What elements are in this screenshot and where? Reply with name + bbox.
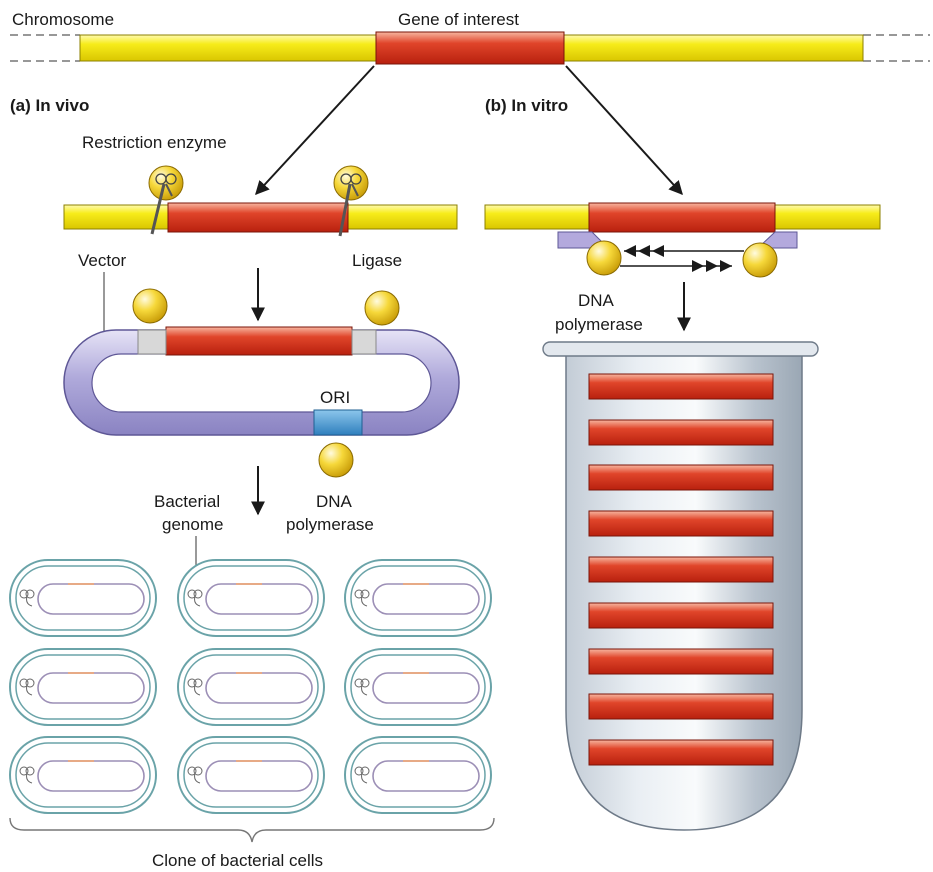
dna-polymerase-left-label-2: polymerase [286,515,374,534]
bacterial-cell [9,736,157,814]
bacterial-cells-grid [9,559,492,814]
dna-polymerase-left-icon [318,442,354,478]
bacterial-cell [344,559,492,637]
clone-of-bacterial-cells-label: Clone of bacterial cells [152,851,323,870]
bacterial-cell [177,559,325,637]
bacterial-cell [344,648,492,726]
arrow-to-in-vivo [255,65,375,196]
dna-copy [588,648,774,675]
in-vivo-label: (a) In vivo [10,96,89,115]
ligase-right-icon [364,290,400,326]
ligation-junction-left [137,329,167,355]
ligation-junction-right [351,329,377,355]
dna-copy [588,373,774,400]
replication-arrows [620,245,744,272]
dna-copy [588,419,774,446]
dna-copy [588,739,774,766]
ori-segment [313,409,363,436]
dna-polymerase-left-label-1: DNA [316,492,353,511]
plasmid-vector [63,329,460,436]
gene-of-interest-segment [375,31,565,65]
restriction-enzyme-label: Restriction enzyme [82,133,227,152]
bacterial-cell [177,648,325,726]
ori-label: ORI [320,388,350,407]
chromosome-label: Chromosome [12,10,114,29]
dna-copy [588,510,774,537]
amplified-dna-copies [588,373,774,766]
in-vitro-label: (b) In vitro [485,96,568,115]
dna-polymerase-vitro-right-icon [742,242,778,278]
bacterial-genome-label-1: Bacterial [154,492,220,511]
dna-copy [588,556,774,583]
arrow-to-in-vitro [565,65,683,196]
bacterial-cell [344,736,492,814]
vector-label: Vector [78,251,127,270]
dna-copy [588,602,774,629]
dna-polymerase-right-label-2: polymerase [555,315,643,334]
cut-chromosome-vivo [63,202,458,233]
gene-of-interest-label: Gene of interest [398,10,519,29]
cut-chromosome-vitro [484,202,881,233]
bacterial-cell [9,648,157,726]
bacterial-cell [9,559,157,637]
clone-brace [9,817,495,843]
dna-copy [588,693,774,720]
primer-right [756,231,798,249]
dna-polymerase-right-label-1: DNA [578,291,615,310]
ligase-left-icon [132,288,168,324]
bacterial-cell [177,736,325,814]
ligase-label: Ligase [352,251,402,270]
plasmid-insert-gene [165,326,353,356]
restriction-enzyme-left-icon [148,165,184,235]
dna-polymerase-vitro-left-icon [586,240,622,276]
bacterial-genome-label-2: genome [162,515,223,534]
restriction-enzyme-right-icon [333,165,369,237]
dna-copy [588,464,774,491]
